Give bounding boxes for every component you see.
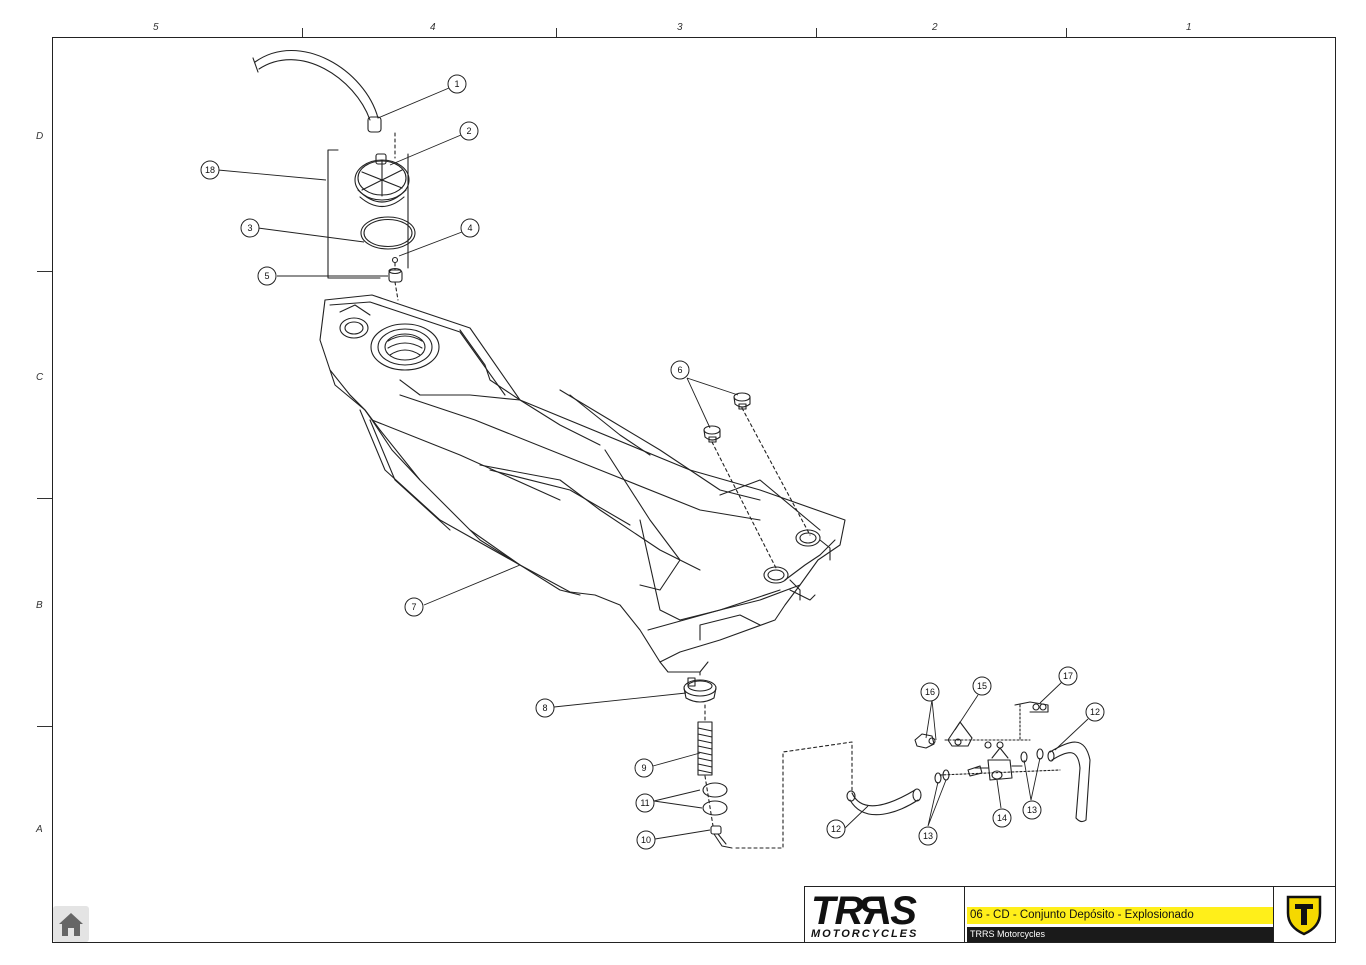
callout-3 <box>240 218 260 238</box>
brand-logo-text: TRRS <box>811 889 917 934</box>
drawing-frame <box>52 37 1336 943</box>
o-ring <box>360 216 416 250</box>
emblem-cell <box>1273 887 1335 942</box>
zone-tick <box>37 498 52 499</box>
callout-8 <box>535 698 555 718</box>
fuel-tank <box>319 294 846 673</box>
brand-logo-letter: S <box>890 889 917 933</box>
callout-label-2: 2 <box>466 126 471 136</box>
drain-fitting <box>710 825 733 849</box>
callout-label-5: 5 <box>264 271 269 281</box>
callout-label-1: 1 <box>454 79 459 89</box>
zone-column-1: 1 <box>1186 22 1192 33</box>
zone-column-3: 3 <box>677 22 683 33</box>
brand-logo-letter: R <box>834 889 863 933</box>
callout-label-17: 17 <box>1063 671 1073 681</box>
callout-9 <box>634 758 654 778</box>
callout-14 <box>992 808 1012 828</box>
callout-label-8: 8 <box>542 703 547 713</box>
trrs-shield-emblem-icon <box>1286 895 1322 936</box>
callout-1 <box>447 74 467 94</box>
zone-tick <box>302 28 303 37</box>
tap-hardware <box>914 701 1049 784</box>
callout-15 <box>972 676 992 696</box>
zone-tick <box>556 28 557 37</box>
zone-tick <box>37 271 52 272</box>
zone-row-a: A <box>36 824 43 835</box>
zone-tick <box>37 726 52 727</box>
brand-logo-letter: T <box>811 889 835 933</box>
callout-label-15: 15 <box>977 681 987 691</box>
zone-column-4: 4 <box>430 22 436 33</box>
callout-label-4: 4 <box>467 223 472 233</box>
zone-row-c: C <box>36 372 44 383</box>
fuel-filter <box>697 721 713 776</box>
callout-label-7: 7 <box>411 602 416 612</box>
callout-12b <box>1085 702 1105 722</box>
callout-label-10: 10 <box>641 835 651 845</box>
zone-column-2: 2 <box>932 22 938 33</box>
callout-label-14: 14 <box>997 813 1007 823</box>
fuel-cap <box>354 153 410 208</box>
breather-hose <box>252 50 382 133</box>
zone-tick <box>816 28 817 37</box>
callout-11 <box>635 793 655 813</box>
zone-row-b: B <box>36 600 43 611</box>
callout-label-11: 11 <box>640 798 649 808</box>
cap-bracket <box>327 149 409 279</box>
drawing-title: 06 - CD - Conjunto Depósito - Explosiona… <box>967 907 1273 924</box>
callout-balloons <box>200 74 1105 850</box>
zone-row-d: D <box>36 131 44 142</box>
fuel-hose-left <box>846 788 922 816</box>
callout-2 <box>459 121 479 141</box>
callout-label-6: 6 <box>677 365 682 375</box>
home-icon <box>59 913 83 936</box>
brand-logo-subtext: MOTORCYCLES <box>811 928 919 940</box>
callout-6 <box>670 360 690 380</box>
o-ring-small <box>702 782 728 798</box>
callout-label-16: 16 <box>925 687 935 697</box>
callout-10 <box>636 830 656 850</box>
callout-13a <box>918 826 938 846</box>
callout-5 <box>257 266 277 286</box>
fuel-tap <box>974 747 1023 781</box>
callout-7 <box>404 597 424 617</box>
valve-seat <box>388 267 403 283</box>
valve-ball <box>391 256 399 264</box>
callout-17 <box>1058 666 1078 686</box>
callout-label-13a: 13 <box>923 831 933 841</box>
zone-column-5: 5 <box>153 22 159 33</box>
callout-13b <box>1022 800 1042 820</box>
callout-4 <box>460 218 480 238</box>
o-ring-small <box>702 800 728 816</box>
brand-logo: TRRS MOTORCYCLES <box>805 887 965 942</box>
home-button[interactable] <box>53 906 89 942</box>
callout-label-12b: 12 <box>1090 707 1100 717</box>
callout-label-9: 9 <box>641 763 646 773</box>
callout-label-13b: 13 <box>1027 805 1037 815</box>
callout-16 <box>920 682 940 702</box>
tap-lever <box>947 721 973 747</box>
callout-12a <box>826 819 846 839</box>
mounting-bolts <box>703 392 751 443</box>
callout-18 <box>200 160 220 180</box>
zone-tick <box>1066 28 1067 37</box>
company-name: TRRS Motorcycles <box>967 927 1273 942</box>
callout-label-12a: 12 <box>831 824 841 834</box>
fuel-hose-right <box>1047 741 1091 823</box>
title-block: TRRS MOTORCYCLES 06 - CD - Conjunto Depó… <box>804 886 1336 943</box>
callout-label-3: 3 <box>247 223 252 233</box>
callout-label-18: 18 <box>205 165 215 175</box>
hose-clamp <box>683 677 717 703</box>
